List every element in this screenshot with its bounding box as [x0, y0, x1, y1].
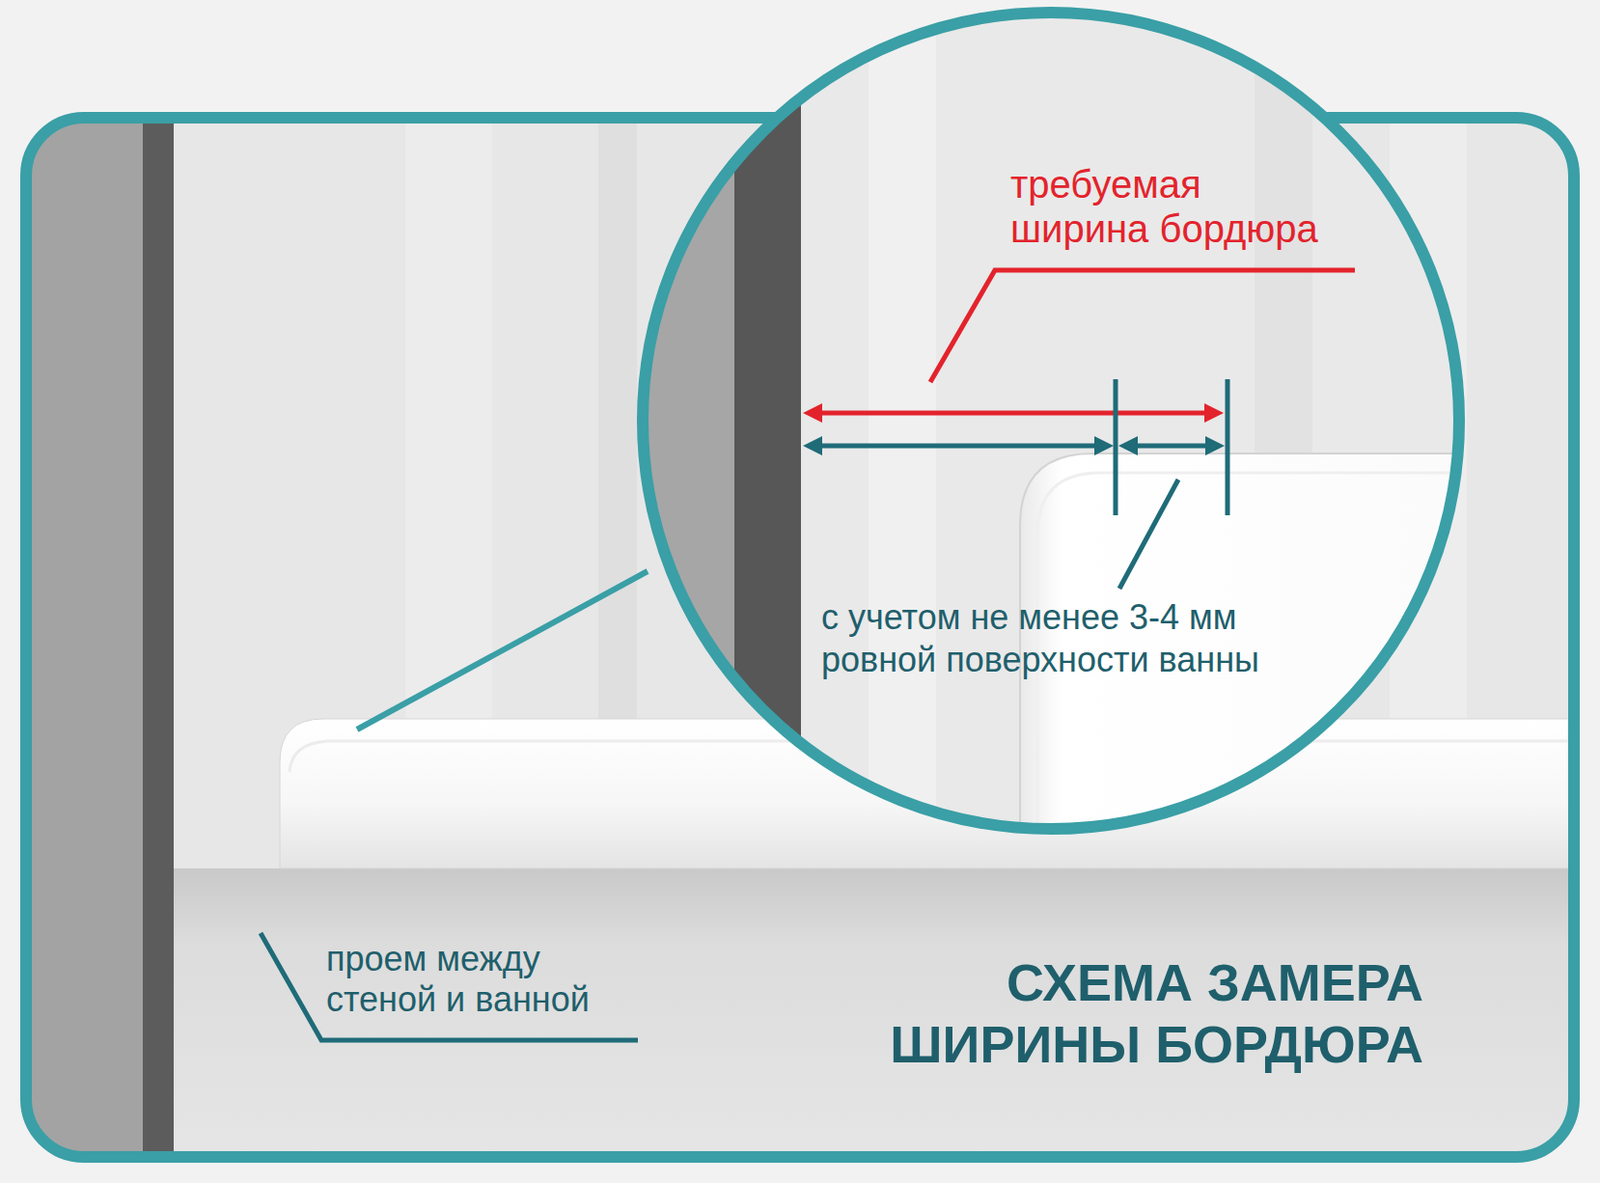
dimension-label: требуемая ширина бордюра [1010, 162, 1322, 251]
scene [26, 117, 1574, 1158]
arrowhead [1094, 436, 1114, 456]
zoom-circle-border [642, 12, 1460, 829]
arrowhead [802, 403, 823, 423]
zoom-leader [357, 571, 648, 730]
required-width-dimension [802, 270, 1355, 423]
flat-surface-dimension [802, 379, 1228, 589]
arrowhead [802, 436, 823, 456]
extension-tick [1113, 379, 1119, 516]
dimension-line [818, 443, 1101, 449]
arrowhead [1204, 403, 1224, 423]
label-leader [930, 270, 1355, 383]
extension-tick [1225, 379, 1231, 516]
wall-edge [142, 117, 174, 1158]
label-leader [1119, 479, 1179, 589]
callout-label: проем между стеной и ванной [326, 938, 593, 1021]
diagram-title: СХЕМА ЗАМЕРА ШИРИНЫ БОРДЮРА [886, 951, 1424, 1076]
dimension-line [818, 411, 1209, 416]
wall-surface [26, 117, 1574, 1158]
gap-shadow [26, 117, 143, 1158]
dimension-line [1131, 443, 1211, 449]
under-bath-shade [173, 868, 1574, 1158]
arrowhead [1205, 436, 1225, 456]
arrowhead [1118, 436, 1138, 456]
zoom-gap-shadow [579, 0, 735, 869]
label-leader [260, 933, 638, 1041]
zoom-wall-surface [579, 0, 1545, 869]
zoom-view [579, 0, 1545, 869]
wood-band [868, 0, 937, 869]
note-label: с учетом не менее 3-4 мм ровной поверхно… [821, 596, 1263, 682]
